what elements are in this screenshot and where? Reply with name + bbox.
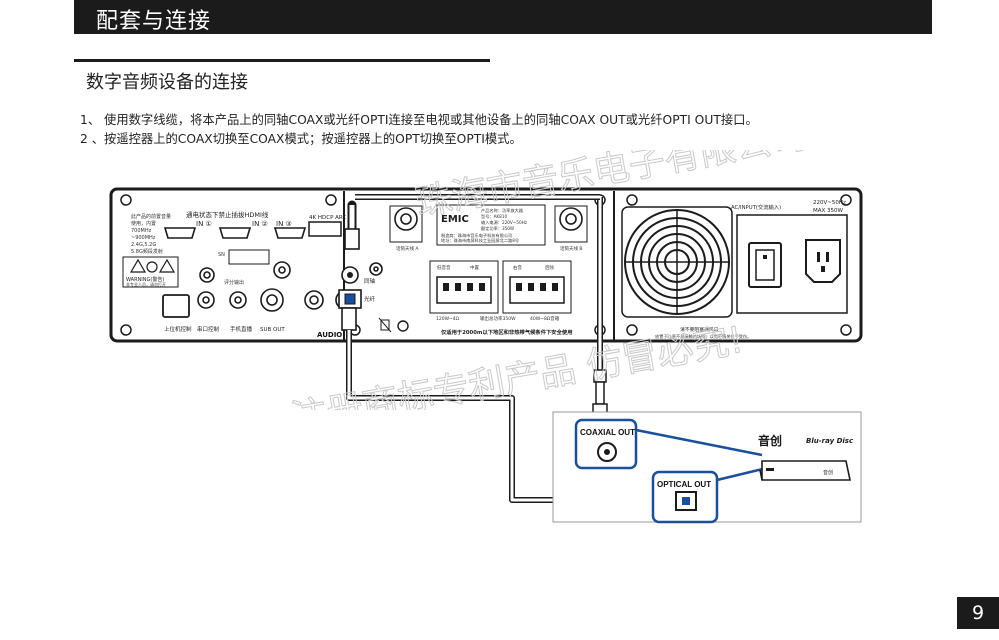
speaker-terminals: 低音音 中置 右音 后除 120W~4Ω 输出总功率350W 40W~8Ω音箱 [429, 260, 572, 322]
bottom-label-host-control: 上位机控制 [164, 325, 192, 333]
usb-control-port [162, 294, 190, 318]
left-note-5: 2.4G,5.2G [131, 242, 156, 248]
speaker-group-2: 中置 [470, 264, 479, 271]
amp-out-label: 评分输出 [224, 279, 244, 286]
coax-port-label: 同轴 [364, 277, 376, 285]
bluray-logo: Blu-ray Disc [806, 437, 854, 445]
ac-power: MAX 350W [813, 208, 844, 214]
header-title: 配套与连接 [96, 9, 212, 34]
left-note-3: 700MHz [131, 228, 152, 234]
bottom-label-phone-live: 手机直播 [230, 325, 253, 333]
amplifier-rear-panel: 此产品的前置音量 使用，内置 700MHz ~900MHz 2.4G,5.2G … [109, 187, 863, 343]
page-number-box: 9 [957, 597, 999, 629]
cooling-fan-grille [621, 206, 733, 318]
hdmi-in-3-label: IN ③ [276, 220, 292, 228]
speaker-group-1: 低音音 [437, 264, 451, 271]
hdmi-in-1-port [163, 227, 197, 239]
spec-line-2: 型号：AK810 [481, 213, 508, 220]
antenna-a-label: 话筒天线 A [396, 245, 419, 252]
section-rule [74, 59, 490, 62]
opt-port-label: 光纤 [364, 295, 376, 303]
antenna-b-label: 话筒天线 B [560, 245, 583, 252]
speaker-group-4: 后除 [545, 264, 554, 271]
header-bar: 配套与连接 [74, 0, 932, 34]
power-note-1: 120W~4Ω [436, 316, 460, 322]
ac-input-label: AC/INPUT(交流输入) [731, 203, 781, 211]
hdmi-in-3-port [273, 227, 307, 239]
address-line: 地址：珠海市南屏科技工业园屏北二路8号 [441, 237, 519, 244]
hdmi-warning-title: 通电状态下禁止插拔HDMI线 [186, 210, 269, 219]
section-title: 数字音频设备的连接 [86, 72, 248, 93]
maker-line: 制造商：珠海市音乐电子科技有限公司 [441, 232, 512, 239]
warning-subtext: 非专业人员，请勿打开 [126, 281, 166, 287]
warning-label: WARNING(警告) 非专业人员，请勿打开 [122, 256, 179, 288]
instruction-step-2: 2 、按遥控器上的COAX切换至COAX模式；按遥控器上的OPT切换至OPTI模… [80, 132, 522, 146]
spec-line-3: 输入电源：220V~50Hz [481, 219, 528, 226]
player-brand: 音创 [758, 433, 782, 448]
arc-label: 4K HDCP ARC [309, 215, 346, 221]
iec-power-socket [805, 239, 841, 283]
power-inlet-module [736, 214, 848, 314]
power-note-3: 40W~8Ω音箱 [530, 315, 560, 322]
left-note-2: 使用，内置 [131, 220, 156, 227]
spec-label-plate: EMIC 产品名称：功率放大器 型号：AK810 输入电源：220V~50Hz … [436, 204, 546, 246]
child-warning: 放置于儿童不易接触的场所，以免不慎关住手受伤。 [655, 333, 751, 340]
left-note-4: ~900MHz [131, 235, 156, 241]
coaxial-out-label: COAXIAL OUT [580, 428, 635, 437]
warning-text: WARNING(警告) [126, 276, 164, 283]
speaker-group-3: 右音 [513, 264, 522, 271]
hdmi-in-1-label: IN ① [196, 220, 212, 228]
vent-warning: 请不要阻塞通风口 [680, 326, 719, 333]
spec-line-1: 产品名称：功率放大器 [481, 207, 524, 214]
player-device [761, 460, 851, 481]
bluray-player-panel: COAXIAL OUT OPTICAL OUT 音创 Blu-ray Disc … [552, 411, 862, 524]
ac-rating: 220V~50Hz [813, 200, 846, 206]
ground-icon [397, 320, 409, 332]
page-number: 9 [971, 602, 985, 624]
recycle-icon [378, 317, 392, 333]
optical-out-label: OPTICAL OUT [657, 480, 711, 489]
hdmi-in-2-label: IN ② [252, 220, 268, 228]
left-note-1: 此产品的前置音量 [131, 213, 171, 220]
audio-label: AUDIO [317, 331, 342, 339]
emic-brand: EMIC [441, 214, 469, 225]
bottom-label-serial-control: 串口控制 [197, 325, 220, 333]
device-brand: 音创 [823, 469, 833, 476]
altitude-warning: 仅适用于2000m以下地区和非热带气候条件下安全使用 [440, 328, 573, 336]
instruction-step-1: 1、 使用数字线缆，将本产品上的同轴COAX或光纤OPTI连接至电视或其他设备上… [80, 113, 758, 127]
spec-line-4: 额定功率：350W [481, 225, 514, 232]
hdmi-in-2-port [218, 227, 252, 239]
left-note-6: 5.8G频段发射 [131, 248, 163, 255]
bottom-label-sub-out: SUB OUT [260, 327, 285, 333]
sn-label: SN [218, 252, 225, 258]
power-note-2: 输出总功率350W [480, 315, 516, 322]
